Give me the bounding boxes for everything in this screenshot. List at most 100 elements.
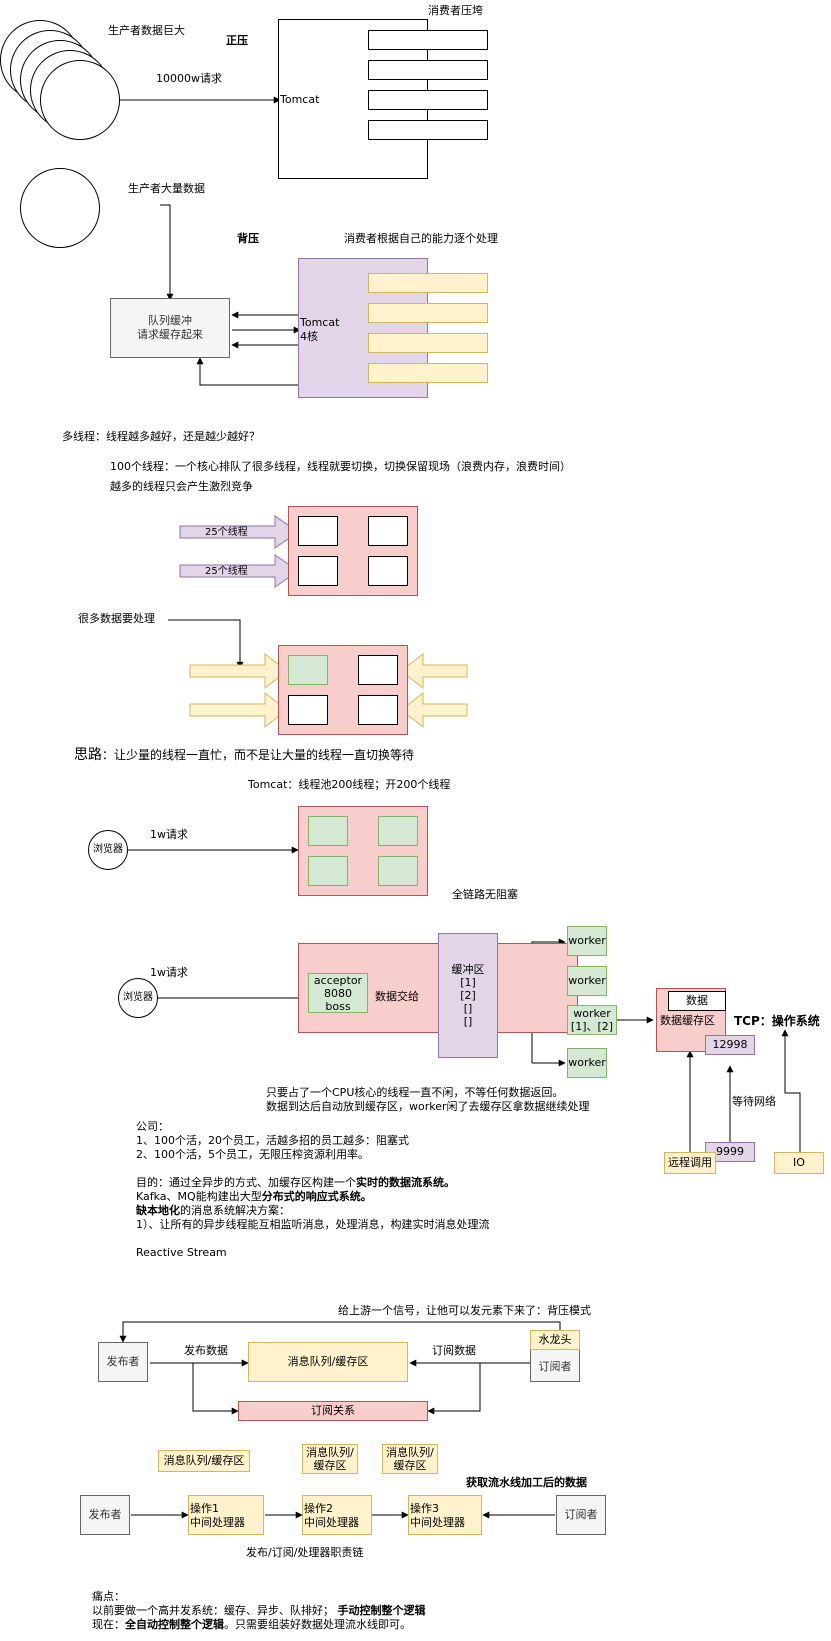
port-9999-label: 9999 bbox=[716, 1145, 744, 1158]
hundred-threads-line: 100个线程：一个核心排队了很多线程，线程就要切换，切换保留现场（浪费内存，浪费… bbox=[110, 460, 571, 473]
buffer-line1: 缓冲区 bbox=[451, 963, 485, 976]
port-12998-box: 12998 bbox=[705, 1035, 755, 1055]
idea-line: 思路：让少量的线程一直忙，而不是让大量的线程一直切换等待 bbox=[74, 747, 414, 763]
producer-huge-label: 生产者数据巨大 bbox=[108, 24, 185, 37]
kafka-line: Kafka、MQ能构建出大型分布式的响应式系统。 bbox=[136, 1190, 372, 1204]
core-box-1 bbox=[298, 516, 338, 546]
core-box-3 bbox=[298, 556, 338, 586]
chain-of-responsibility-label: 发布/订阅/处理器职责链 bbox=[246, 1546, 364, 1559]
many-data-label: 很多数据要处理 bbox=[78, 612, 155, 625]
consumer-yellow-slot-1 bbox=[368, 273, 488, 293]
request-count-label: 10000w请求 bbox=[156, 72, 222, 85]
consumer-slot-1 bbox=[368, 30, 488, 50]
data-label: 数据 bbox=[686, 994, 708, 1007]
chain-queue-label-1: 消息队列/缓存区 bbox=[163, 1454, 245, 1467]
purpose-line: 目的：通过全异步的方式、加缓存区构建一个实时的数据流系统。 bbox=[136, 1176, 455, 1190]
acceptor-line1: acceptor bbox=[313, 973, 363, 987]
idea-rest: ：让少量的线程一直忙，而不是让大量的线程一直切换等待 bbox=[102, 748, 415, 762]
lack-local-line: 缺本地化的消息系统解决方案： bbox=[136, 1204, 290, 1218]
idea-prefix: 思路 bbox=[74, 747, 102, 763]
browser-node-1: 浏览器 bbox=[88, 830, 128, 870]
publisher-box: 发布者 bbox=[98, 1342, 148, 1382]
thread-arrow-label-2: 25个线程 bbox=[205, 566, 248, 577]
publish-data-label: 发布数据 bbox=[184, 1344, 228, 1357]
multithread-question: 多线程：线程越多越好，还是越少越好？ bbox=[62, 430, 260, 443]
worker-label-3-data: [1]、[2] bbox=[570, 1020, 614, 1033]
positive-pressure-label: 正压 bbox=[226, 34, 248, 47]
non-blocking-note-2: 数据到达后自动放到缓存区，worker闲了去缓存区拿数据继续处理 bbox=[266, 1100, 590, 1113]
chain-queue-label-3a: 消息队列/ bbox=[386, 1446, 434, 1459]
pain-line-2-prefix: 现在： bbox=[92, 1618, 125, 1631]
tomcat-4core-line1: Tomcat bbox=[300, 316, 340, 329]
purpose-text: 目的：通过全异步的方式、加缓存区构建一个 bbox=[136, 1176, 356, 1189]
tcp-prefix: TCP： bbox=[734, 1014, 772, 1028]
browser-label-1: 浏览器 bbox=[93, 844, 123, 855]
pain-line-1-bold: 手动控制整个逻辑 bbox=[337, 1604, 426, 1617]
worker-label-4: worker bbox=[568, 1056, 606, 1069]
subscription-relation-label: 订阅关系 bbox=[311, 1404, 355, 1417]
buffer-line3: [2] bbox=[460, 989, 476, 1002]
queue-buffer-box: 队列缓冲 请求缓存起来 bbox=[110, 298, 230, 358]
chain-publisher-box: 发布者 bbox=[80, 1495, 130, 1535]
backpressure-signal-label: 给上游一个信号，让他可以发元素下来了：背压模式 bbox=[338, 1304, 591, 1317]
consumer-slot-2 bbox=[368, 60, 488, 80]
tomcat-pool-label: Tomcat：线程池200线程；开200个线程 bbox=[248, 778, 451, 791]
browser-label-2: 浏览器 bbox=[123, 992, 153, 1003]
wait-network-label: 等待网络 bbox=[732, 1095, 776, 1108]
core-box-4 bbox=[368, 556, 408, 586]
competition-line: 越多的线程只会产生激烈竞争 bbox=[110, 480, 253, 493]
subscription-relation-box: 订阅关系 bbox=[238, 1401, 428, 1421]
company-line-1: 1、100个活，20个员工，活越多招的员工越多：阻塞式 bbox=[136, 1134, 409, 1147]
core-box-7 bbox=[358, 695, 398, 725]
io-label: IO bbox=[793, 1156, 805, 1169]
core-box-2 bbox=[368, 516, 408, 546]
consumer-yellow-slot-3 bbox=[368, 333, 488, 353]
operator-box-2 bbox=[302, 1495, 372, 1535]
buffer-line4: [] bbox=[463, 1002, 473, 1015]
consumer-yellow-slot-4 bbox=[368, 363, 488, 383]
producer-large-label: 生产者大量数据 bbox=[128, 182, 205, 195]
pool-core-2 bbox=[378, 816, 418, 846]
operator-3-line1: 操作3 bbox=[410, 1502, 439, 1515]
subscriber-label: 订阅者 bbox=[538, 1360, 572, 1373]
tomcat-4core-line2: 4核 bbox=[300, 330, 318, 343]
chain-queue-box-2: 消息队列/ 缓存区 bbox=[302, 1444, 358, 1474]
faucet-label: 水龙头 bbox=[538, 1333, 572, 1346]
chain-queue-box-3: 消息队列/ 缓存区 bbox=[382, 1444, 438, 1474]
remote-call-box: 远程调用 bbox=[664, 1152, 716, 1174]
core-box-6 bbox=[288, 695, 328, 725]
pain-line-2-rest: 。只需要组装好数据处理流水线即可。 bbox=[224, 1618, 411, 1631]
chain-queue-label-2a: 消息队列/ bbox=[306, 1446, 354, 1459]
acceptor-line2: 8080 bbox=[324, 986, 352, 1000]
pain-line-1: 以前要做一个高并发系统：缓存、异步、队排好； 手动控制整个逻辑 bbox=[92, 1604, 426, 1618]
publisher-label: 发布者 bbox=[106, 1355, 140, 1368]
buffer-line5: [] bbox=[463, 1015, 473, 1028]
consumer-slot-4 bbox=[368, 120, 488, 140]
worker-box-3: worker [1]、[2] bbox=[567, 1005, 617, 1035]
queue-buffer-line1: 队列缓冲 bbox=[148, 314, 192, 327]
tcp-label: TCP：操作系统 bbox=[734, 1014, 820, 1028]
pool-core-4 bbox=[378, 856, 418, 886]
core-box-5 bbox=[358, 655, 398, 685]
worker-box-4: worker bbox=[567, 1048, 607, 1078]
message-queue-box: 消息队列/缓存区 bbox=[248, 1342, 408, 1382]
operator-box-3 bbox=[408, 1495, 482, 1535]
buffer-box: 缓冲区 [1] [2] [] [] bbox=[438, 933, 498, 1058]
solution-line: 1）、让所有的异步线程能互相监听消息，处理消息，构建实时消息处理流 bbox=[136, 1218, 490, 1231]
get-processed-data-label: 获取流水线加工后的数据 bbox=[466, 1476, 587, 1489]
company-line-2: 2、100个活，5个员工，无限压榨资源利用率。 bbox=[136, 1148, 369, 1161]
consumer-slot-3 bbox=[368, 90, 488, 110]
pain-title: 痛点： bbox=[92, 1590, 125, 1603]
full-link-label: 全链路无阻塞 bbox=[452, 888, 518, 901]
operator-3-line2: 中间处理器 bbox=[410, 1516, 465, 1529]
back-pressure-label: 背压 bbox=[237, 232, 259, 245]
browser-node-2: 浏览器 bbox=[118, 978, 158, 1018]
handoff-label: 数据交给 bbox=[375, 990, 419, 1004]
consumer-crushed-label: 消费者压垮 bbox=[428, 4, 483, 17]
acceptor-box: acceptor 8080 boss bbox=[308, 973, 368, 1013]
chain-queue-label-3b: 缓存区 bbox=[393, 1459, 427, 1472]
acceptor-line3: boss bbox=[325, 999, 351, 1013]
chain-subscriber-label: 订阅者 bbox=[564, 1508, 598, 1521]
remote-call-label: 远程调用 bbox=[668, 1156, 712, 1169]
